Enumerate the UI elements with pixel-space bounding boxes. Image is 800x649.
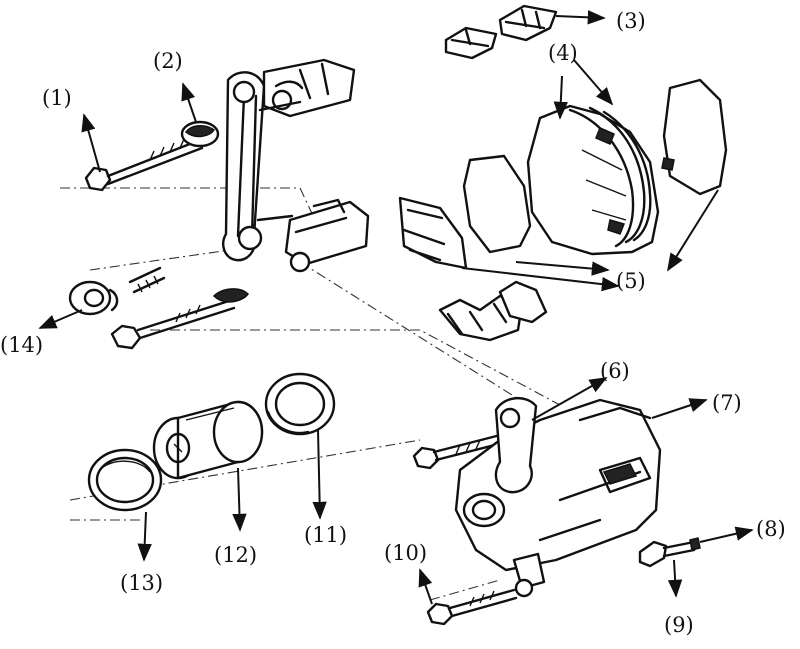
part-brake-pad-set xyxy=(526,78,728,256)
callout-6: (6) xyxy=(600,359,630,383)
part-guide-bolt-lower xyxy=(110,288,249,350)
callout-9: (9) xyxy=(664,613,694,637)
part-guide-bolt-upper xyxy=(84,138,204,192)
callout-11: (11) xyxy=(304,523,347,547)
callout-leaders xyxy=(38,10,754,605)
part-bushing-upper xyxy=(180,120,220,148)
part-anti-rattle-clips-top xyxy=(444,4,558,60)
callout-labels: (1) (2) (3) (4) (5) (6) (7) (8) (9) (10)… xyxy=(0,9,786,637)
callout-3: (3) xyxy=(616,9,646,33)
callout-5: (5) xyxy=(616,269,646,293)
callout-12: (12) xyxy=(214,543,257,567)
part-pad-shims xyxy=(398,154,548,342)
part-caliper-housing xyxy=(454,397,662,598)
callout-14: (14) xyxy=(0,333,43,357)
part-caliper-bracket xyxy=(222,58,370,273)
callout-1: (1) xyxy=(42,86,72,110)
callout-13: (13) xyxy=(120,571,163,595)
part-piston-seal xyxy=(264,372,336,436)
part-bleeder-screw xyxy=(638,537,701,568)
part-dust-boot xyxy=(87,448,163,512)
callout-4: (4) xyxy=(548,41,578,65)
callout-8: (8) xyxy=(756,517,786,541)
callout-7: (7) xyxy=(712,391,742,415)
callout-10: (10) xyxy=(384,541,427,565)
part-bushing-lower xyxy=(68,266,166,316)
part-mounting-bolt xyxy=(426,588,518,626)
part-piston xyxy=(152,400,264,480)
callout-2: (2) xyxy=(153,49,183,73)
